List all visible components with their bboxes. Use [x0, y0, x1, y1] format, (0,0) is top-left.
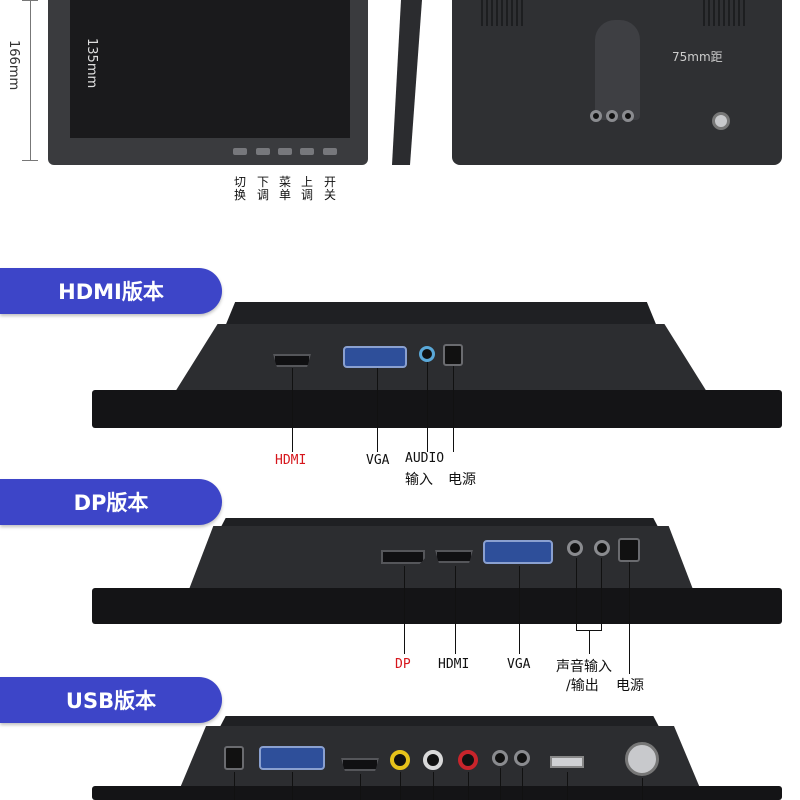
power-port — [443, 344, 463, 366]
menu-label: 菜单 — [278, 175, 291, 202]
dimension-tick-top — [22, 0, 38, 1]
audio-port-label: AUDIO — [405, 451, 445, 466]
back-bnc-connector — [712, 112, 730, 130]
speaker-grill-right — [700, 0, 748, 26]
dp-version-pill: DP版本 — [0, 479, 222, 525]
dp-port-label: DP — [395, 657, 411, 672]
dp-hdmi-label: HDMI — [438, 657, 470, 672]
audio-leader — [427, 362, 428, 452]
hdmi-version-pill: HDMI版本 — [0, 268, 222, 314]
rca-audio-right-port — [458, 750, 478, 770]
dp-hdmi-port — [435, 550, 473, 563]
monitor-side-view — [392, 0, 422, 165]
down-button[interactable] — [256, 148, 270, 155]
hdmi-monitor-panel — [175, 324, 707, 392]
back-jack-1 — [590, 110, 602, 122]
audio-jack-2 — [594, 540, 610, 556]
dp-vga-label: VGA — [507, 657, 531, 672]
monitor-screen — [70, 0, 350, 138]
switch-button[interactable] — [233, 148, 247, 155]
audio-io-label: 声音输入 — [556, 659, 612, 675]
dp-monitor-bar — [92, 588, 782, 624]
rca-video-port — [390, 750, 410, 770]
dp-hdmi-leader — [455, 566, 456, 654]
audio-jack-1 — [567, 540, 583, 556]
menu-button[interactable] — [278, 148, 292, 155]
power-label: 开关 — [323, 175, 336, 202]
usb-leader-9 — [567, 772, 568, 800]
switch-label: 切换 — [233, 175, 246, 202]
usb-leader-3 — [360, 774, 361, 800]
up-label: 上调 — [300, 175, 313, 202]
screen-height-label: 135mm — [84, 38, 99, 89]
audio-output-label: /输出 — [566, 678, 599, 694]
audio-leader-1 — [576, 558, 577, 630]
usb-leader-4 — [400, 772, 401, 800]
audio-leader-2 — [601, 558, 602, 630]
usb-audio-jack-1 — [492, 750, 508, 766]
dp-vga-leader — [519, 566, 520, 654]
vga-leader — [377, 368, 378, 452]
dp-port — [381, 550, 425, 564]
back-jack-3 — [622, 110, 634, 122]
audio-leader-joined — [589, 630, 590, 654]
up-button[interactable] — [300, 148, 314, 155]
usb-audio-jack-2 — [514, 750, 530, 766]
usb-monitor-bar — [92, 786, 782, 800]
usb-power-port — [224, 746, 244, 770]
usb-vga-port — [259, 746, 325, 770]
power-port-label: 电源 — [448, 472, 476, 488]
hdmi-port — [273, 354, 311, 367]
usb-hdmi-port — [341, 758, 379, 771]
hdmi-monitor-bar — [92, 390, 782, 428]
dp-power-label: 电源 — [616, 678, 644, 694]
hdmi-port-label: HDMI — [275, 453, 307, 468]
usb-version-pill: USB版本 — [0, 677, 222, 723]
rca-audio-left-port — [423, 750, 443, 770]
vga-port — [343, 346, 407, 368]
vesa-label: 75mm距 — [672, 50, 723, 64]
power-leader — [453, 366, 454, 452]
dimension-tick-bottom — [22, 160, 38, 161]
usb-port — [550, 756, 584, 768]
vga-port-label: VGA — [366, 453, 390, 468]
vesa-mount-plate — [595, 20, 640, 120]
back-jack-2 — [606, 110, 618, 122]
outer-height-label: 166mm — [6, 40, 21, 91]
usb-leader-6 — [468, 772, 469, 800]
usb-leader-10 — [642, 778, 643, 800]
dp-power-port — [618, 538, 640, 562]
speaker-grill-left — [478, 0, 526, 26]
power-button[interactable] — [323, 148, 337, 155]
usb-leader-2 — [292, 772, 293, 800]
bnc-connector — [625, 742, 659, 776]
audio-input-label: 输入 — [405, 472, 433, 488]
hdmi-leader — [292, 368, 293, 452]
height-dimension-line — [30, 0, 31, 160]
usb-leader-1 — [234, 772, 235, 800]
audio-input-jack — [419, 346, 435, 362]
usb-leader-8 — [522, 768, 523, 800]
down-label: 下调 — [256, 175, 269, 202]
usb-leader-5 — [433, 772, 434, 800]
dp-power-leader — [629, 562, 630, 674]
dp-vga-port — [483, 540, 553, 564]
dp-leader — [404, 566, 405, 654]
usb-leader-7 — [500, 768, 501, 800]
